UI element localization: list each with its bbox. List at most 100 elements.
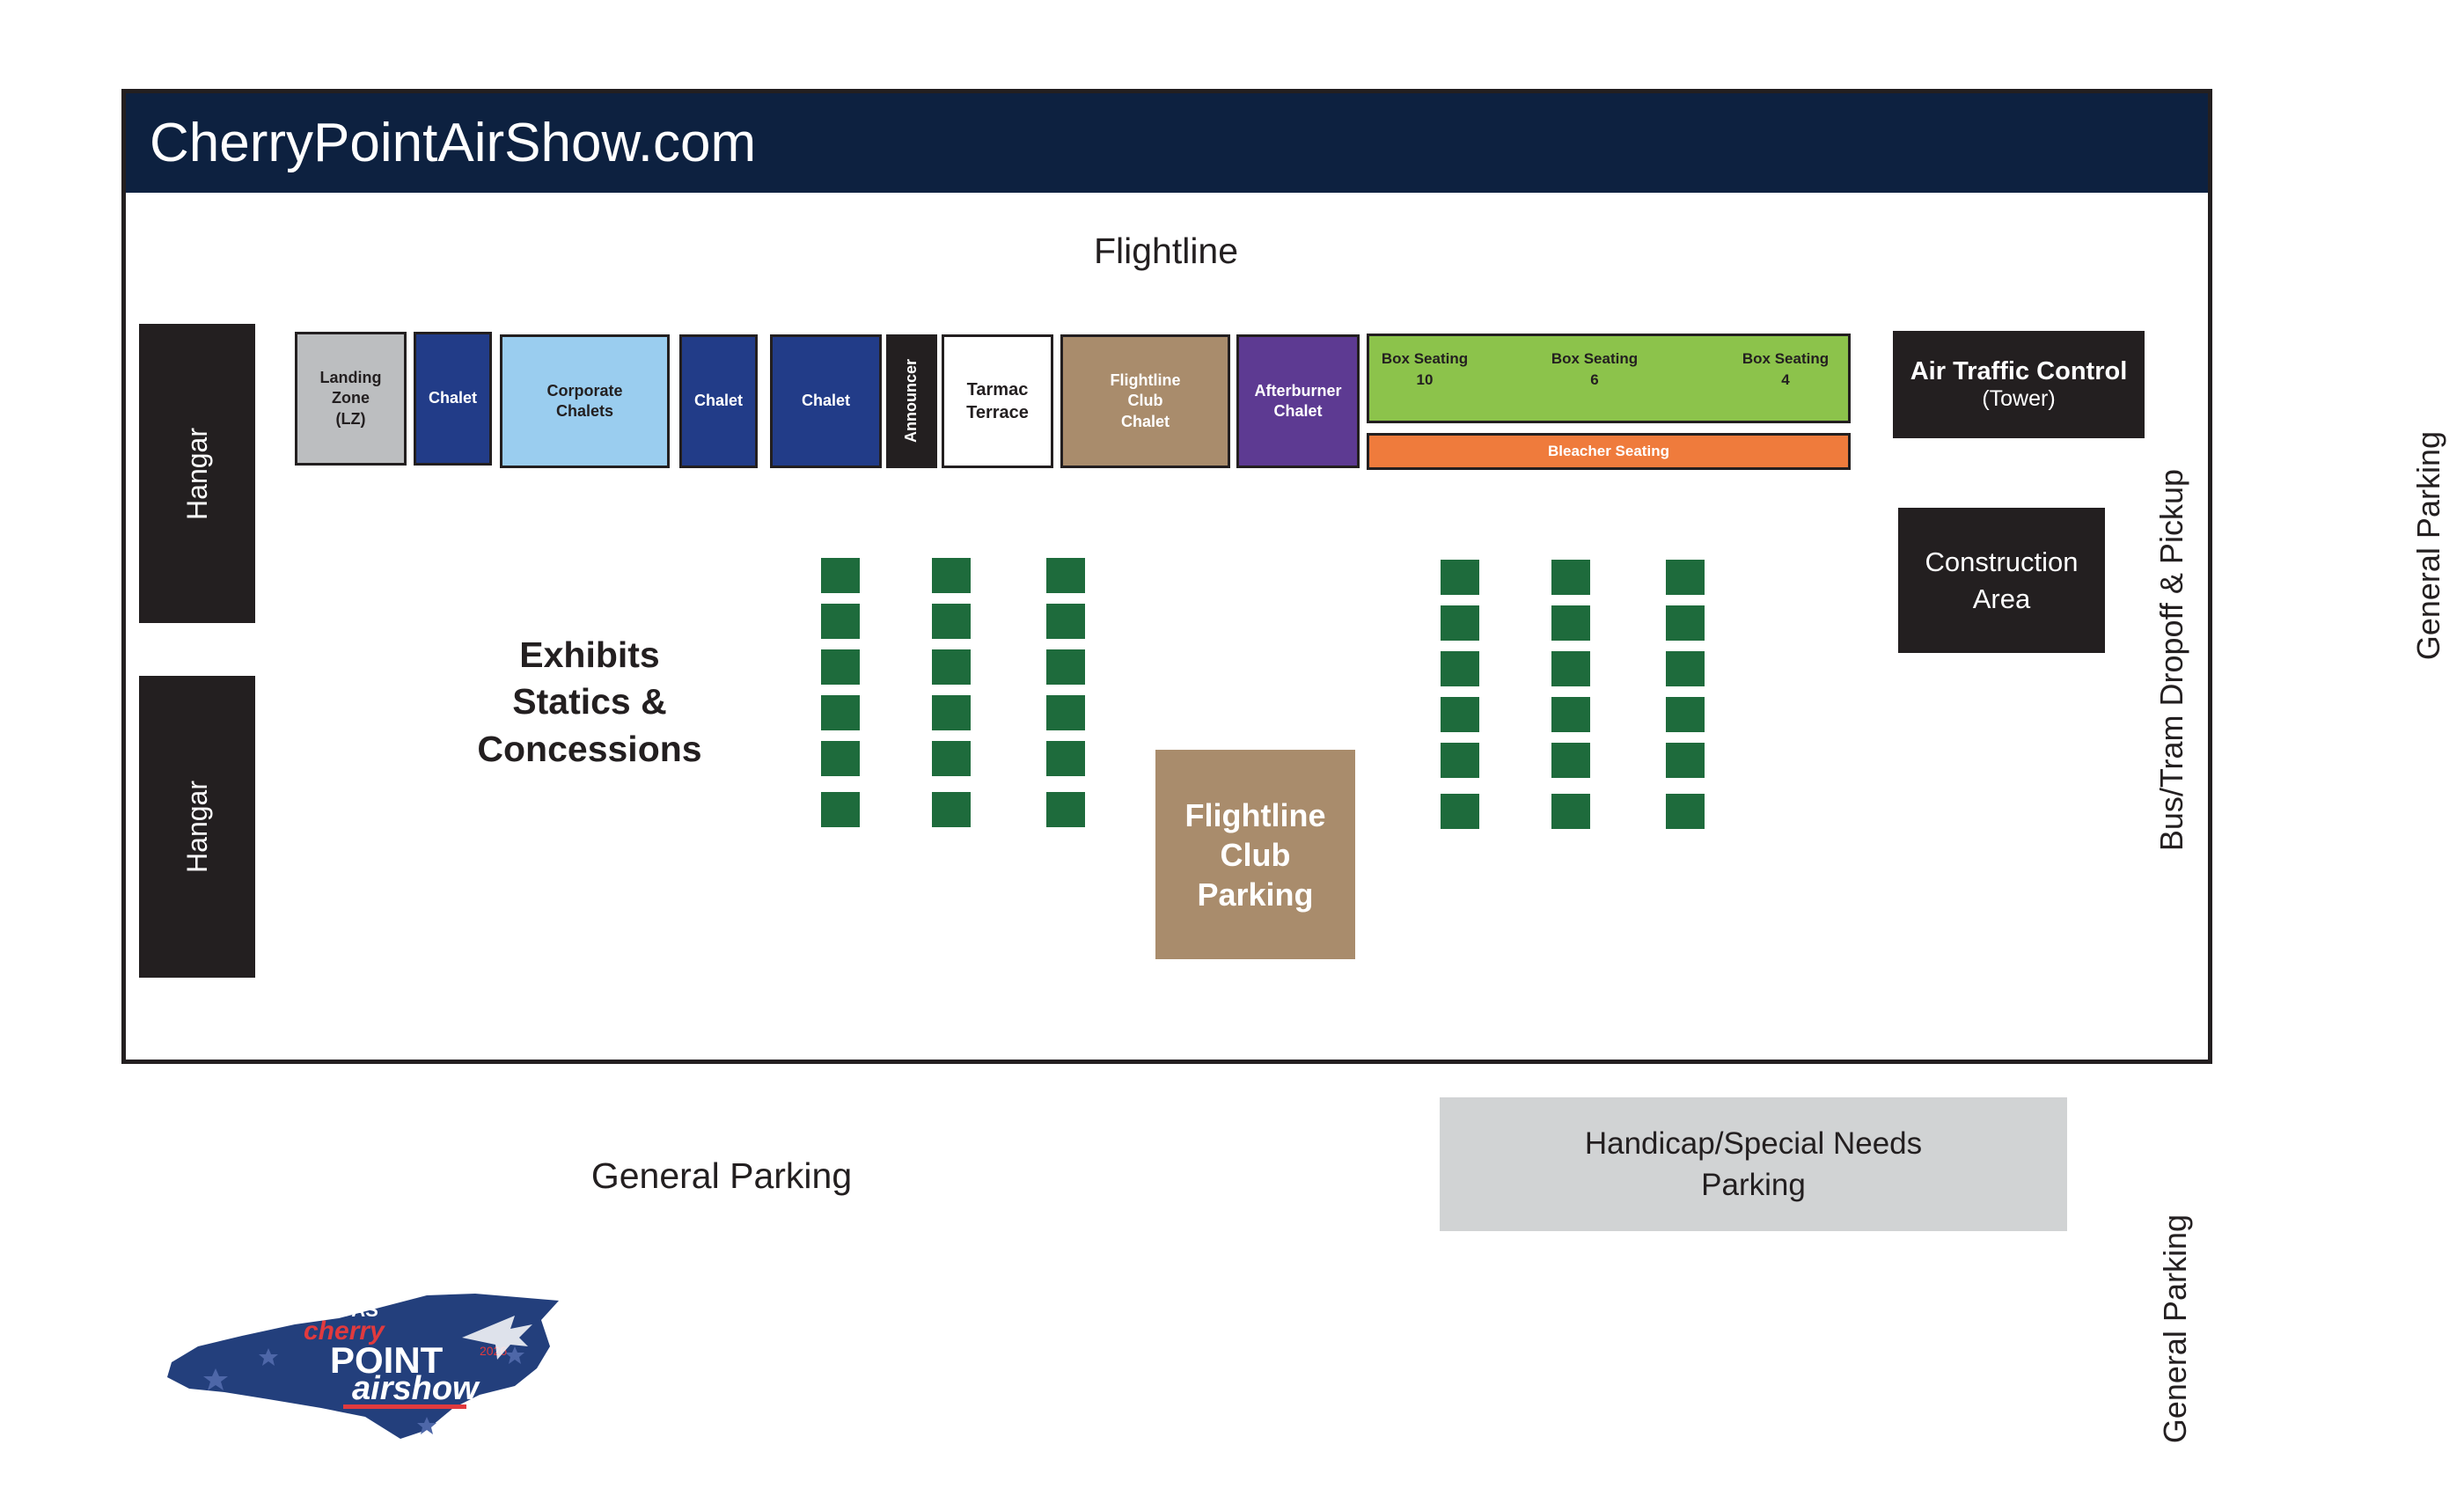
exhibit-space[interactable] <box>1441 651 1479 686</box>
afterburner-chalet[interactable]: Afterburner Chalet <box>1236 334 1360 468</box>
chalet-3[interactable]: Chalet <box>770 334 882 468</box>
exhibit-space[interactable] <box>1666 651 1705 686</box>
exhibit-space[interactable] <box>821 558 860 593</box>
box-seating-10-number: 10 <box>1416 370 1434 388</box>
flightline-club-chalet-line-1: Flightline <box>1110 370 1181 389</box>
exhibit-space[interactable] <box>821 695 860 730</box>
handicap-line-2: Parking <box>1701 1168 1806 1202</box>
chalet-1-label: Chalet <box>428 389 477 407</box>
bleacher-seating-label: Bleacher Seating <box>1548 443 1669 459</box>
announcer[interactable]: Announcer <box>886 334 937 468</box>
tarmac-terrace-line-2: Terrace <box>966 403 1029 422</box>
exhibit-space[interactable] <box>1551 697 1590 732</box>
exhibit-space[interactable] <box>1046 558 1085 593</box>
announcer-label: Announcer <box>902 359 920 444</box>
exhibit-space[interactable] <box>932 792 971 827</box>
svg-text:POINT: POINT <box>330 1339 444 1381</box>
bleacher-seating[interactable]: Bleacher Seating <box>1367 433 1851 470</box>
box-seating-4-label: Box Seating <box>1742 350 1830 367</box>
exhibit-space[interactable] <box>932 695 971 730</box>
exhibit-space[interactable] <box>1666 697 1705 732</box>
hangar-bottom[interactable]: Hangar <box>139 676 255 978</box>
afterburner-chalet-line-1: Afterburner <box>1254 381 1342 400</box>
flightline-club-chalet-line-3: Chalet <box>1120 412 1170 430</box>
exhibit-space[interactable] <box>932 741 971 776</box>
hangar-top[interactable]: Hangar <box>139 324 255 623</box>
box-seating-4[interactable]: Box Seating 4 <box>1732 348 1839 391</box>
chalet-1[interactable]: Chalet <box>414 332 492 466</box>
landing-zone-line-2: Zone <box>332 389 370 407</box>
exhibit-space[interactable] <box>1046 695 1085 730</box>
exhibit-space[interactable] <box>932 649 971 685</box>
atc-subtitle: (Tower) <box>1982 386 2056 411</box>
box-seating-6-label: Box Seating <box>1551 350 1639 367</box>
construction-area-line-1: Construction <box>1925 546 2079 577</box>
flightline-club-parking[interactable]: Flightline Club Parking <box>1155 750 1355 959</box>
box-seating-6[interactable]: Box Seating 6 <box>1538 348 1651 391</box>
hangar-bottom-label: Hangar <box>180 781 213 873</box>
air-traffic-control-tower[interactable]: Air Traffic Control (Tower) <box>1893 331 2145 438</box>
exhibit-space[interactable] <box>1441 560 1479 595</box>
corporate-chalets-line-1: Corporate <box>546 381 623 400</box>
exhibit-space[interactable] <box>1441 605 1479 641</box>
exhibit-space[interactable] <box>1441 794 1479 829</box>
header-bar <box>126 93 2208 193</box>
box-seating-10[interactable]: Box Seating 10 <box>1373 348 1477 391</box>
general-parking-bottom-label: General Parking <box>590 1155 853 1196</box>
exhibits-line-3: Concessions <box>477 728 702 769</box>
site-url[interactable]: CherryPointAirShow.com <box>150 113 757 173</box>
general-parking-bottom-right[interactable]: General Parking <box>2149 1197 2202 1461</box>
handicap-special-needs-parking[interactable]: Handicap/Special Needs Parking <box>1440 1097 2067 1231</box>
exhibits-line-1: Exhibits <box>519 634 660 675</box>
bus-tram-dropoff-pickup[interactable]: Bus/Tram Dropoff & Pickup <box>2145 466 2198 854</box>
box-seating-6-number: 6 <box>1590 370 1599 388</box>
exhibit-space[interactable] <box>1046 741 1085 776</box>
chalet-3-label: Chalet <box>801 392 850 410</box>
mcas-cherry-point-airshow-logo: MCAS cherry POINT airshow 2026 <box>163 1285 568 1443</box>
general-parking-bottom[interactable]: General Parking <box>563 1155 880 1197</box>
flightline-club-chalet[interactable]: Flightline Club Chalet <box>1060 334 1230 468</box>
corporate-chalets[interactable]: Corporate Chalets <box>500 334 670 468</box>
exhibit-space[interactable] <box>1441 743 1479 778</box>
bus-tram-label: Bus/Tram Dropoff & Pickup <box>2153 468 2189 852</box>
exhibit-space[interactable] <box>1666 794 1705 829</box>
exhibit-space[interactable] <box>932 604 971 639</box>
general-parking-bottom-right-label: General Parking <box>2157 1214 2193 1444</box>
exhibit-space[interactable] <box>1046 792 1085 827</box>
north-carolina-logo-icon: MCAS cherry POINT airshow 2026 <box>167 1294 559 1439</box>
exhibit-space[interactable] <box>821 649 860 685</box>
chalet-2[interactable]: Chalet <box>679 334 758 468</box>
exhibit-space[interactable] <box>821 604 860 639</box>
hangar-top-label: Hangar <box>180 427 213 520</box>
box-seating-10-label: Box Seating <box>1381 350 1469 367</box>
exhibit-space[interactable] <box>1551 794 1590 829</box>
handicap-line-1: Handicap/Special Needs <box>1584 1126 1923 1161</box>
atc-title: Air Traffic Control <box>1910 357 2128 385</box>
exhibit-space[interactable] <box>1666 605 1705 641</box>
exhibit-space[interactable] <box>821 792 860 827</box>
flightline-club-parking-line-3: Parking <box>1197 876 1314 913</box>
flightline-label: Flightline <box>1093 231 1239 271</box>
corporate-chalets-line-2: Chalets <box>555 402 613 420</box>
flightline-club-parking-line-1: Flightline <box>1184 796 1326 833</box>
landing-zone[interactable]: Landing Zone (LZ) <box>295 332 407 466</box>
exhibit-space[interactable] <box>1046 604 1085 639</box>
exhibits-statics-concessions[interactable]: Exhibits Statics & Concessions <box>458 632 722 773</box>
flightline-club-parking-line-2: Club <box>1220 836 1291 873</box>
construction-area[interactable]: Construction Area <box>1898 508 2105 653</box>
exhibit-space[interactable] <box>821 741 860 776</box>
exhibit-space[interactable] <box>1441 697 1479 732</box>
exhibit-space[interactable] <box>1666 743 1705 778</box>
exhibit-space[interactable] <box>1666 560 1705 595</box>
general-parking-right[interactable]: General Parking <box>2402 405 2455 686</box>
exhibit-space[interactable] <box>1046 649 1085 685</box>
tarmac-terrace[interactable]: Tarmac Terrace <box>942 334 1053 468</box>
exhibit-space[interactable] <box>1551 605 1590 641</box>
exhibit-space[interactable] <box>1551 743 1590 778</box>
exhibit-space[interactable] <box>932 558 971 593</box>
box-seating-area: Box Seating 10 Box Seating 6 Box Seating… <box>1367 334 1851 423</box>
exhibit-space[interactable] <box>1551 560 1590 595</box>
svg-text:airshow: airshow <box>352 1370 480 1407</box>
exhibit-space[interactable] <box>1551 651 1590 686</box>
tarmac-terrace-line-1: Tarmac <box>966 380 1029 400</box>
